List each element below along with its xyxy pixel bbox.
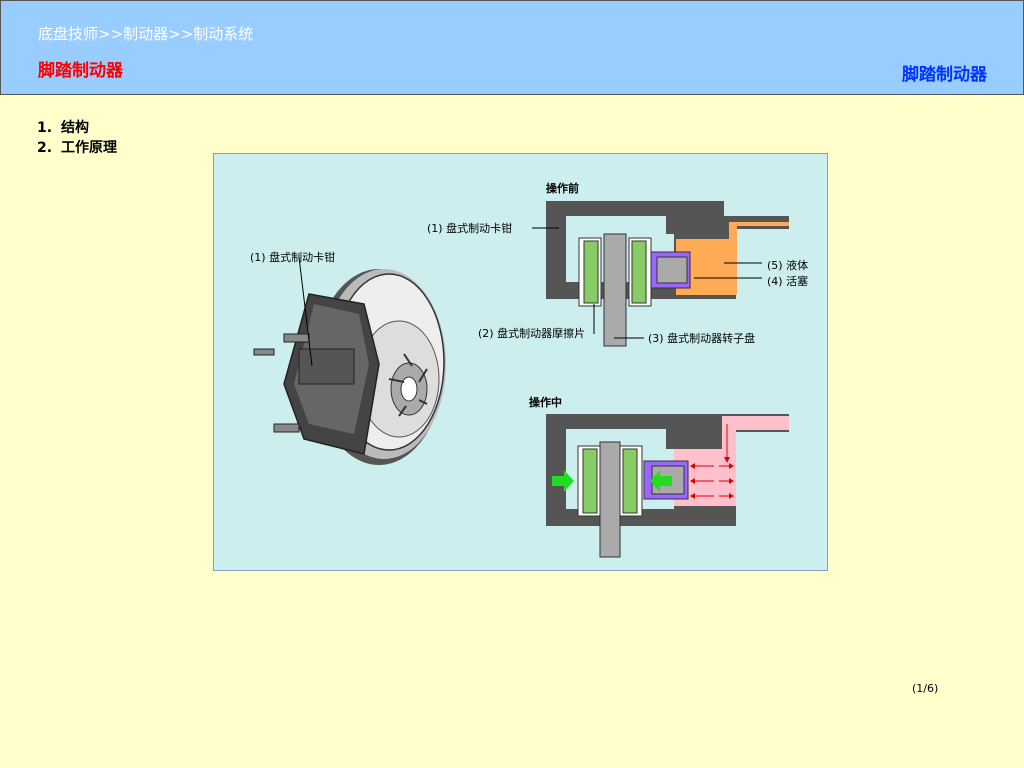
before-title: 操作前 <box>546 181 579 195</box>
brake-figure: (1) 盘式制动卡钳 操作前 (1) 盘式制动卡钳 (5) 液体 (4) 活塞 … <box>213 153 828 571</box>
outline-item-label: 工作原理 <box>61 140 117 156</box>
outline-item-label: 结构 <box>61 120 89 136</box>
section-title: 脚踏制动器 <box>902 65 987 85</box>
before-section <box>532 201 789 347</box>
page-indicator: (1/6) <box>912 682 939 695</box>
before-fluid-label: (5) 液体 <box>767 258 808 272</box>
outline-item-number: 1. <box>37 120 53 136</box>
header-bar: 底盘技师>>制动器>>制动系统 脚踏制动器 脚踏制动器 <box>0 0 1024 95</box>
before-piston-label: (4) 活塞 <box>767 274 808 288</box>
before-rotor-label: (3) 盘式制动器转子盘 <box>648 331 755 345</box>
left-caliper-label: (1) 盘式制动卡钳 <box>250 250 335 264</box>
outline-item-structure[interactable]: 1. 结构 <box>37 118 117 138</box>
during-title: 操作中 <box>529 395 562 409</box>
during-section <box>546 414 789 558</box>
before-caliper-label: (1) 盘式制动卡钳 <box>427 221 512 235</box>
disc-brake-illustration <box>253 256 446 465</box>
before-pad-label: (2) 盘式制动器摩擦片 <box>478 326 585 340</box>
outline-item-number: 2. <box>37 140 53 156</box>
outline-list: 1. 结构 2. 工作原理 <box>37 118 117 158</box>
brake-diagram: (1) 盘式制动卡钳 操作前 (1) 盘式制动卡钳 (5) 液体 (4) 活塞 … <box>250 181 808 558</box>
breadcrumb[interactable]: 底盘技师>>制动器>>制动系统 <box>38 25 254 43</box>
page-title: 脚踏制动器 <box>38 61 123 81</box>
outline-item-principle[interactable]: 2. 工作原理 <box>37 138 117 158</box>
